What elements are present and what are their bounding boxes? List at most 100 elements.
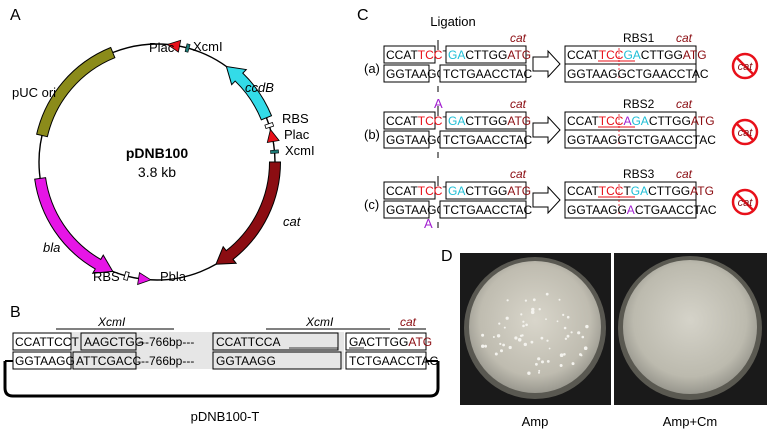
xcmi-right-label: XcmI	[305, 315, 334, 329]
colony	[538, 369, 541, 372]
row-2-left-top-box	[383, 111, 436, 130]
colony	[481, 344, 485, 348]
row-1-right-top-box	[445, 45, 527, 64]
colony	[499, 342, 502, 345]
rbs-right-site	[264, 121, 275, 129]
row-3-right-bot-box	[439, 200, 527, 219]
row-3-tag: (c)	[364, 197, 379, 212]
colony	[545, 318, 547, 321]
panel-label-b: B	[10, 304, 21, 321]
b-top-mid1-seq: AAGCTGG	[84, 335, 144, 349]
xcmi-right-site	[270, 149, 279, 154]
cat-arrow	[215, 161, 282, 265]
row-2-insert-a: A	[434, 96, 443, 111]
colony	[580, 354, 583, 357]
row-2-result-top-seq: CCATTCCAGACTTGGATG	[567, 114, 715, 128]
row-1-right-bot-seq: TCTGAACCTAC	[443, 67, 532, 81]
row-1-left-bot-seq: GGTAAGG	[386, 67, 446, 81]
b-bot-gap1: ---766bp---	[137, 354, 194, 368]
colony	[541, 360, 544, 364]
rbs-right-label: RBS	[282, 111, 309, 126]
pdnb100-t-bracket	[3, 361, 440, 398]
colony	[503, 326, 506, 329]
pbla-promoter-icon	[137, 271, 152, 286]
box-b-bot-mid1	[72, 351, 137, 370]
row-3-out-cat-label: cat	[676, 167, 693, 181]
colony	[540, 336, 544, 340]
plac-right-label: Plac	[284, 127, 310, 142]
colony	[564, 337, 568, 340]
colony	[563, 326, 567, 330]
colony	[577, 331, 581, 335]
row-3-insert-a: A	[424, 216, 433, 231]
row-1-cat-label: cat	[510, 31, 527, 45]
row-1-tag: (a)	[364, 61, 380, 76]
colony	[496, 334, 501, 338]
row-1-no-cat-text: cat	[738, 61, 754, 73]
colony	[581, 335, 585, 339]
ligation-rows: (a)CCATTCCTGGTAAGGGACTTGGATGTCTGAACCTACc…	[364, 31, 759, 231]
plac-top-promoter-icon	[166, 39, 182, 53]
row-1-result-bot-seq: GGTAAGGCTGAACCTAC	[567, 67, 709, 81]
bla-arrow	[34, 177, 114, 274]
row-3-result-top-seq: CCATTCCTGACTTGGATG	[567, 184, 714, 198]
row-3-no-cat-text: cat	[738, 197, 754, 209]
colony	[566, 315, 570, 319]
box-b-top-mid1	[80, 332, 137, 351]
colony	[484, 344, 487, 348]
row-3-right-bot-seq: TCTGAACCTAC	[443, 203, 532, 217]
colony	[559, 364, 563, 367]
colony	[535, 362, 538, 366]
plasmid-size: 3.8 kb	[138, 164, 176, 180]
colony	[494, 352, 498, 356]
row-1-right-top-seq: GACTTGGATG	[448, 48, 531, 62]
puc-ori-label: pUC ori	[12, 85, 56, 100]
colony	[563, 353, 566, 356]
colony	[508, 345, 512, 350]
row-2-left-top-seq: CCATTCCT	[386, 114, 450, 128]
colony	[538, 308, 541, 311]
xcmi-top-site	[184, 43, 191, 53]
colony	[570, 331, 573, 334]
panel-label-d: D	[441, 248, 453, 265]
colony	[530, 310, 535, 315]
row-3-left-bot-box	[383, 200, 430, 219]
colony	[531, 307, 535, 312]
row-3-left-bot-seq: GGTAAGG	[386, 203, 446, 217]
plac-right-promoter-icon	[266, 128, 280, 144]
row-1-left-top-seq: CCATTCCT	[386, 48, 450, 62]
colony	[583, 346, 588, 351]
colony	[505, 316, 509, 320]
ccdb-label: ccdB	[245, 80, 274, 95]
plate-ampcm-agar	[623, 260, 757, 394]
box-b-top-mid2	[212, 332, 339, 351]
colony	[585, 324, 589, 329]
plac-top-label: Plac	[149, 40, 175, 55]
plate-ampcm-label: Amp+Cm	[663, 414, 718, 429]
colony	[498, 322, 501, 325]
colony	[524, 299, 528, 302]
colony	[571, 362, 575, 366]
colony	[538, 371, 540, 374]
row-1-result-top-seq: CCATTCCGACTTGGATG	[567, 48, 707, 62]
colony	[562, 313, 565, 316]
colony	[546, 360, 550, 363]
colony	[520, 313, 523, 316]
row-3-result-bot-seq: GGTAAGGACTGAACCTAC	[567, 203, 717, 217]
b-bot-right-seq: TCTGAACCTAC	[349, 354, 438, 368]
row-3-ligation-arrow-icon	[532, 185, 561, 215]
colony	[530, 340, 534, 344]
colony	[525, 323, 528, 327]
xcmi-left-label: XcmI	[97, 315, 126, 329]
puc-ori-segment	[36, 46, 116, 138]
row-2-result-bot-seq: GGTAAGGTCTGAACCTAC	[567, 133, 716, 147]
row-3-left-top-seq: CCATTCCT	[386, 184, 450, 198]
plate-amp-label: Amp	[522, 414, 549, 429]
row-2-tag: (b)	[364, 127, 380, 142]
rbs-bottom-label: RBS	[93, 269, 120, 284]
cat-label: cat	[283, 214, 302, 229]
row-2-out-cat-label: cat	[676, 97, 693, 111]
bla-label: bla	[43, 240, 60, 255]
b-bot-left-seq: GGTAAGG	[15, 354, 75, 368]
